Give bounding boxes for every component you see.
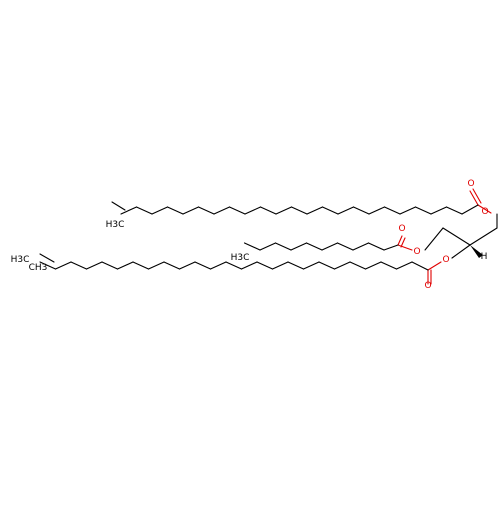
ester-oxygen-label: O: [481, 207, 488, 217]
chain-bond: [445, 206, 463, 215]
carbonyl-oxygen-label: O: [398, 224, 405, 234]
chain-bond: [461, 204, 479, 215]
chain-bond: [271, 261, 289, 270]
backbone-bond: [442, 227, 471, 246]
stereo-hydrogen-label: H: [481, 252, 488, 262]
backbone-bond: [424, 227, 444, 251]
chain-bond: [120, 206, 138, 215]
chain-bond: [380, 261, 398, 270]
chain-bond: [54, 261, 72, 270]
ethyl-methyl-label: H3C: [11, 255, 30, 265]
chain-bond: [163, 261, 181, 270]
methyl-label: H3C: [231, 253, 250, 263]
chain-bond: [275, 206, 293, 215]
chain-bond: [336, 242, 354, 251]
carbonyl-bond: [469, 190, 479, 206]
chain-bond: [209, 261, 227, 270]
chain-bond: [228, 206, 246, 215]
chain-bond: [368, 206, 386, 215]
stereo-wedge-bond: [470, 245, 483, 258]
bond-layer: [39, 188, 498, 285]
chain-bond: [182, 206, 200, 215]
chain-bond: [318, 261, 336, 270]
chain-bond: [430, 206, 448, 215]
chain-bond: [352, 206, 370, 215]
branch-bond: [111, 201, 126, 211]
chain-bond: [197, 206, 215, 215]
ester-bond: [397, 244, 413, 251]
ester-bond: [427, 261, 442, 271]
chain-bond: [290, 242, 308, 251]
ester-oxygen-label: O: [413, 247, 420, 257]
methyl-label: CH3: [29, 263, 48, 273]
chain-bond: [383, 244, 399, 251]
chain-bond: [213, 206, 231, 215]
chain-bond: [399, 206, 417, 215]
chain-bond: [333, 261, 351, 270]
chain-bond: [225, 261, 243, 270]
chain-bond: [116, 261, 134, 270]
chain-bond: [70, 261, 88, 270]
branch-bond: [39, 253, 55, 263]
chain-bond: [194, 261, 212, 270]
ester-bond: [477, 204, 492, 214]
chain-bond: [147, 261, 165, 270]
chain-bond: [352, 242, 370, 251]
chain-bond: [132, 261, 150, 270]
carbonyl-oxygen-label: O: [467, 179, 474, 189]
carbonyl-bond: [397, 235, 403, 246]
chain-bond: [306, 206, 324, 215]
backbone-bond: [469, 227, 498, 246]
chain-bond: [243, 242, 261, 251]
chain-bond: [259, 242, 277, 251]
methyl-label: H3C: [106, 220, 125, 230]
carbonyl-bond: [472, 188, 482, 204]
chain-bond: [287, 261, 305, 270]
chain-bond: [367, 242, 385, 251]
chain-bond: [349, 261, 367, 270]
chain-bond: [321, 242, 339, 251]
chain-bond: [395, 261, 413, 270]
carbonyl-oxygen-label: O: [424, 281, 431, 291]
chain-bond: [39, 261, 57, 270]
chain-bond: [166, 206, 184, 215]
chain-bond: [383, 206, 401, 215]
chain-bond: [364, 261, 382, 270]
chain-bond: [151, 206, 169, 215]
chain-bond: [101, 261, 119, 270]
chain-bond: [178, 261, 196, 270]
chain-bond: [274, 242, 292, 251]
chain-bond: [321, 206, 339, 215]
chain-bond: [337, 206, 355, 215]
chain-bond: [411, 261, 429, 271]
chain-bond: [85, 261, 103, 270]
chain-bond: [259, 206, 277, 215]
chain-bond: [302, 261, 320, 270]
carbonyl-bond: [400, 237, 406, 248]
chain-bond: [305, 242, 323, 251]
chain-bond: [240, 261, 258, 270]
chain-bond: [256, 261, 274, 270]
chain-bond: [290, 206, 308, 215]
chain-bond: [414, 206, 432, 215]
chain-bond: [135, 206, 153, 215]
chain-bond: [244, 206, 262, 215]
ester-oxygen-label: O: [442, 255, 449, 265]
backbone-bond: [451, 244, 471, 259]
